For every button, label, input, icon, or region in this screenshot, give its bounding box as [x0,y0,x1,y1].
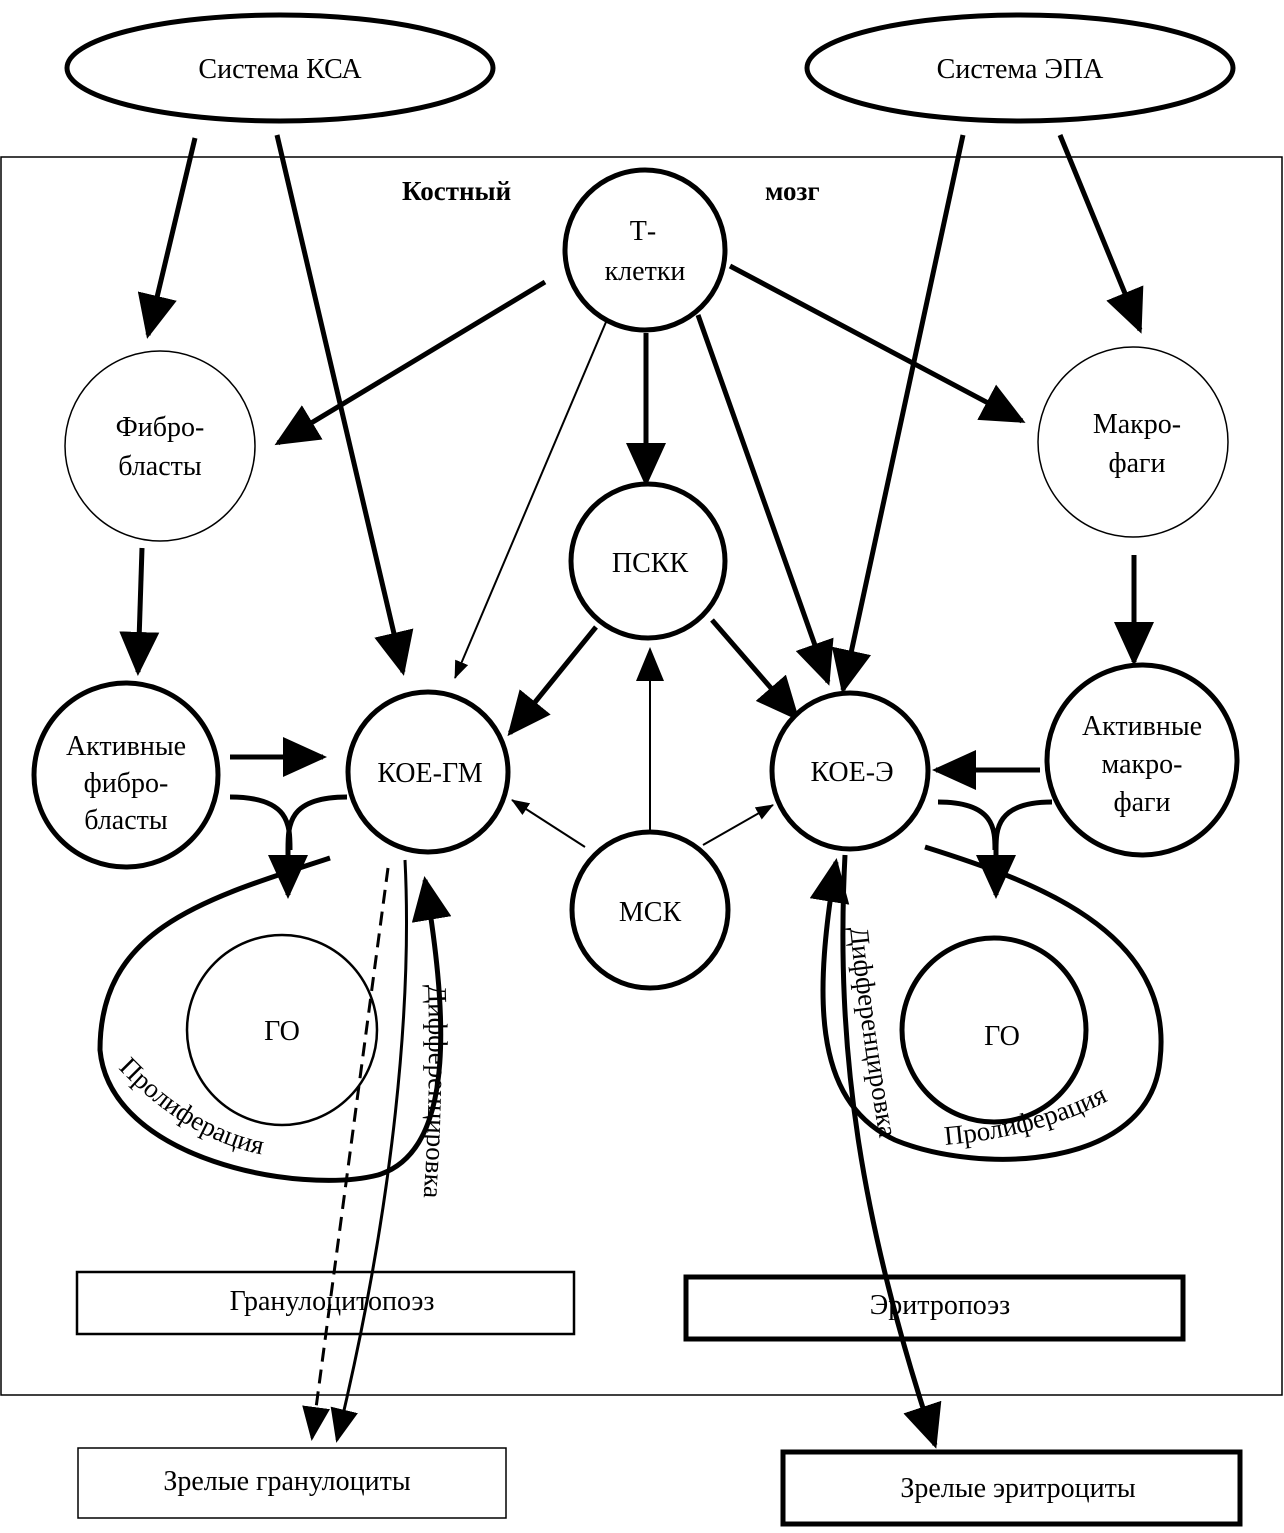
arrow-epa-to-koe-e [831,134,966,694]
active-fibroblasts-label-line2: фибро- [84,768,169,799]
merge-arrow-right-to-go [937,799,1053,899]
arrow-tcells-to-macrophages [728,263,1026,424]
erythropoiesis-label: Эритропоэз [870,1290,1010,1321]
active-fibroblasts-label-line1: Активные [66,731,186,762]
arrow-msk-to-koe-e [702,804,774,846]
ksa-system-label: Система КСА [198,54,362,85]
arrow-ksa-to-fibroblasts [137,137,198,339]
go-left-node: ГО [185,933,379,1127]
koe-gm-node: КОЕ-ГМ [345,689,511,855]
arrow-epa-to-macrophages [1057,134,1144,334]
bone-marrow-title-right: мозг [765,176,820,206]
active-macrophages-label-line3: фаги [1113,787,1170,818]
mature-granulocytes-box: Зрелые гранулоциты [77,1447,507,1519]
arrow-psk-to-koe-gm [507,625,598,737]
t-cells-node: Т- клетки [562,167,728,333]
fibroblasts-label-line1: Фибро- [116,412,205,443]
t-cells-label-line2: клетки [605,256,686,287]
arrow-psk-to-koe-e [710,618,800,722]
go-right-label: ГО [984,1021,1020,1052]
msk-node: МСК [569,829,731,991]
active-macrophages-node: Активные макро- фаги [1044,662,1240,858]
arrow-koe-gm-to-mature-granulocytes-dashed [302,867,390,1441]
differentiation-label-left-path: Дифференцировка [418,984,453,1199]
erythropoiesis-box: Эритропоэз [683,1274,1186,1342]
fibroblasts-label-line2: бласты [118,451,202,482]
active-fibroblasts-label-line3: бласты [84,805,168,836]
arrow-tcells-to-koe-gm-thin [454,321,607,679]
fibroblasts-node: Фибро- бласты [64,350,256,542]
active-fibroblasts-node: Активные фибро- бласты [31,680,221,870]
mature-granulocytes-label: Зрелые гранулоциты [163,1466,411,1497]
epa-system-node: Система ЭПА [804,12,1236,124]
arrow-fibroblasts-to-active [119,547,160,676]
go-left-label: ГО [264,1016,300,1047]
koe-e-node: КОЕ-Э [769,690,931,852]
psk-label: ПСКК [612,548,689,579]
mature-erythrocytes-label: Зрелые эритроциты [900,1473,1135,1504]
active-macrophages-label-line2: макро- [1102,749,1183,780]
proliferation-loop-left [97,855,452,1183]
arrow-koe-e-to-mature-erythrocytes [840,854,942,1449]
proliferation-loop-right [809,844,1164,1162]
t-cells-label-line1: Т- [630,216,656,247]
arrow-tcells-to-koe-e [695,314,834,686]
granulocytopoiesis-box: Гранулоцитопоэз [75,1270,576,1336]
bone-marrow-title-left: Костный [402,176,511,206]
go-right-node: ГО [899,935,1089,1125]
koe-gm-label: КОЕ-ГМ [377,758,482,789]
mature-erythrocytes-box: Зрелые эритроциты [780,1449,1243,1527]
macrophages-label-line1: Макро- [1093,409,1181,440]
epa-system-label: Система ЭПА [937,54,1104,85]
arrow-msk-to-koe-gm [511,799,586,848]
macrophages-node: Макро- фаги [1037,346,1229,538]
ksa-system-node: Система КСА [64,12,496,124]
arrow-koe-gm-to-mature-granulocytes [330,859,408,1443]
koe-e-label: КОЕ-Э [810,757,893,788]
merge-arrow-left-to-go [229,794,348,899]
granulocytopoiesis-label: Гранулоцитопоэз [230,1286,435,1317]
msk-label: МСК [619,897,682,928]
macrophages-label-line2: фаги [1108,448,1165,479]
arrow-tcells-to-fibroblasts [274,279,547,446]
active-macrophages-label-line1: Активные [1082,711,1202,742]
differentiation-label-left: Дифференцировка [418,984,453,1199]
psk-node: ПСКК [568,481,728,641]
bone-marrow-frame [0,156,1283,1396]
